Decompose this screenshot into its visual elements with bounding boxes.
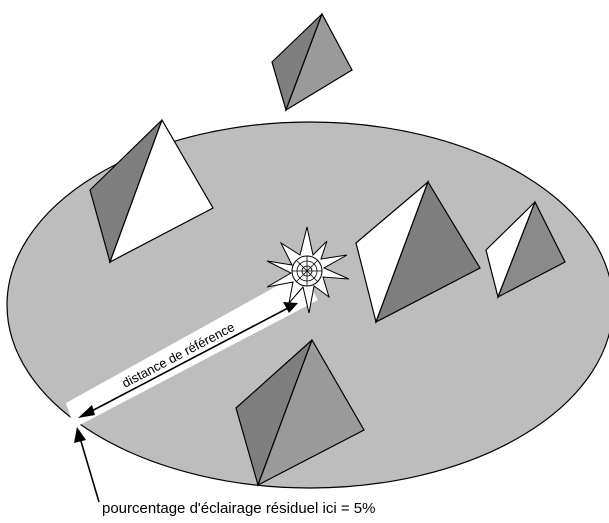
reference-beam [66,272,318,428]
pyramid-floating [271,12,353,112]
pyramid-far-right [485,200,566,299]
pyramid-left [89,118,214,264]
pyramid-bottom [235,338,365,487]
caption-pointer-arrow [74,427,100,503]
star-burst-light-icon [266,226,350,314]
residual-lighting-caption: pourcentage d'éclairage résiduel ici = 5… [102,500,376,517]
pyramid-center-right [355,180,481,325]
distance-arrow [78,302,298,418]
